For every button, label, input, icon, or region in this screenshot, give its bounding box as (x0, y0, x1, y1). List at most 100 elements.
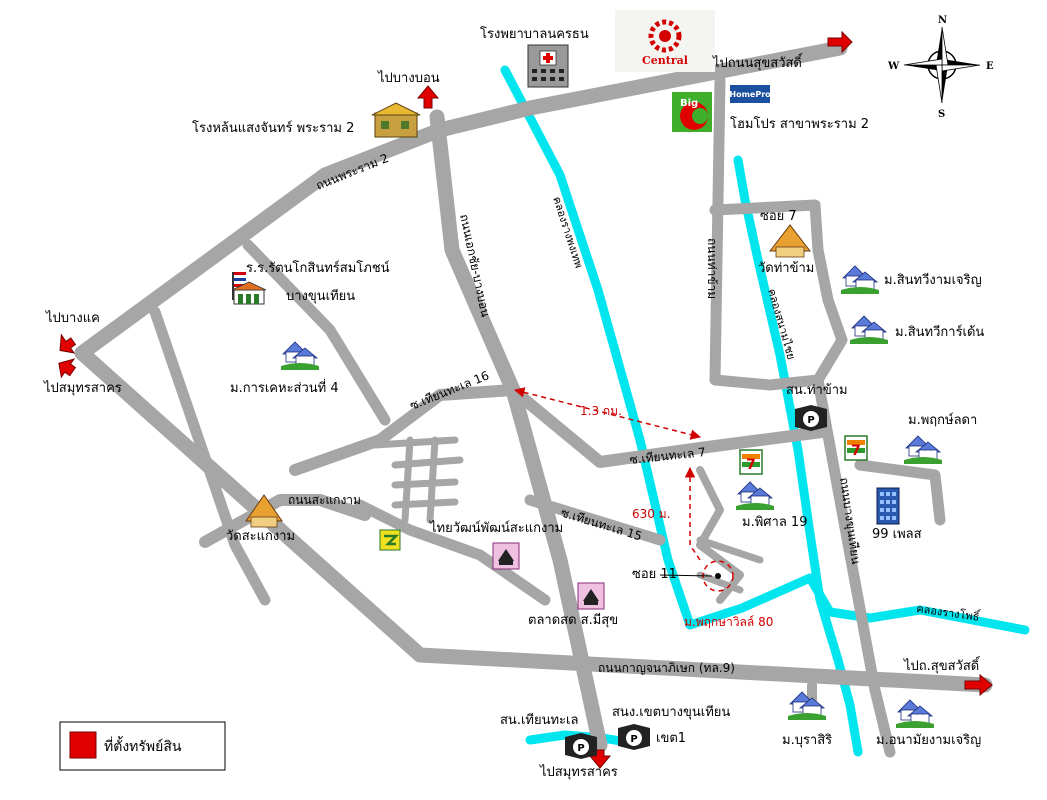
label-to-samut-sakhon-left: ไปสมุทรสาคร (43, 380, 122, 396)
svg-text:P: P (807, 415, 814, 426)
canal-rang-pho (685, 573, 1030, 635)
house-icon (788, 691, 826, 720)
arrow-bang-bon (416, 85, 440, 109)
big-c-logo-text: Big (680, 98, 698, 109)
sakaengam-road (199, 494, 371, 548)
factory-icon (371, 102, 421, 138)
label-to-samut-sakhon-bottom: ไปสมุทรสาคร (539, 764, 618, 780)
canal-rang-phong-thep (500, 65, 695, 630)
temple-icon-wat-tha-kham (768, 224, 812, 258)
direction-arrows (58, 30, 993, 769)
hospital-icon (527, 44, 569, 88)
left-diag-1 (149, 306, 271, 606)
house-icons (281, 265, 942, 728)
homepro-logo-text: HomePro (729, 90, 771, 99)
label-market: ตลาดสด ส.มีสุข (528, 612, 618, 628)
label-tha-kham-station: สน.ท่าข้าม (786, 383, 848, 398)
label-to-bang-khae: ไปบางแค (45, 310, 100, 326)
svg-text:P: P (630, 734, 637, 745)
arrow-samut-sakhon-bottom (588, 749, 612, 769)
label-sinthawee-garden: ม.สินทวีการ์เด้น (895, 324, 984, 340)
gas-station-icon (379, 529, 401, 551)
label-kanchana-road: ถนนกาญจนาภิเษก (ทล.9) (598, 661, 735, 675)
label-tha-kham-road: ถนนท่าข้าม (705, 238, 719, 299)
svg-text:7: 7 (746, 457, 756, 473)
svg-text:7: 7 (851, 443, 861, 459)
label-rattana-school-2: บางขุนเทียน (286, 288, 355, 304)
local-streets (371, 436, 764, 594)
compass-rose: N S E W (887, 15, 994, 120)
house-icon (850, 315, 888, 344)
label-klong-rang-pho: คลองรางโพธิ์ (916, 600, 982, 624)
market-icon (492, 542, 520, 570)
label-to-sukhumvit-right: ไปถ.สุขสวัสดิ์ (903, 656, 981, 674)
compass-n: N (938, 15, 947, 26)
central-logo-text: Central (642, 54, 688, 67)
label-rattana-school-1: ร.ร.รัตนโกสินทร์สมโภชน์ (246, 260, 390, 276)
market-icon (577, 582, 605, 610)
legend-swatch (69, 731, 97, 759)
label-homepro: โฮมโปร สาขาพระราม 2 (730, 116, 869, 132)
building-icon-99-place (876, 487, 900, 525)
arrow-samut-sakhon-left (58, 358, 77, 379)
house-icon (904, 435, 942, 464)
legend: ที่ตั้งทรัพย์สิน (59, 721, 226, 771)
label-pruksa: ม.พฤกษ์ลดา (908, 412, 977, 428)
label-pitan: ม.พิศาล 19 (742, 515, 807, 530)
arrow-bang-khae (59, 333, 77, 354)
seven-eleven-icons: 7 7 (739, 435, 868, 475)
label-99-place: 99 เพลส (872, 527, 922, 542)
soi7-loop (709, 199, 848, 386)
map-labels: โรงพยาบาลนครธน ไปถนนสุขสวัสดิ์ โฮมโปร สา… (43, 26, 984, 780)
distance-line-2 (684, 466, 701, 561)
police-icon-district: P (618, 724, 650, 750)
pruksa-lada-road (854, 459, 946, 526)
label-hospital: โรงพยาบาลนครธน (480, 26, 589, 42)
svg-text:P: P (577, 743, 584, 754)
police-station-icons: P P P (565, 405, 827, 759)
label-anamai: ม.อนามัยงามเจริญ (876, 733, 981, 748)
big-c-logo: Big (672, 92, 712, 132)
compass-w: W (887, 61, 900, 72)
compass-e: E (986, 61, 994, 72)
label-wat-tha-kham: วัดท่าข้าม (758, 261, 814, 276)
label-soi7: ซอย 7 (760, 209, 797, 224)
label-office-1: สนง.เขตบางขุนเทียน (612, 704, 730, 720)
house-icon (841, 265, 879, 294)
label-pruksa-ville: ม.พฤกษาวิลล์ 80 (684, 615, 773, 629)
label-thai-wanich: ไทยวัฒน์พัฒน์สะแกงาม (429, 520, 563, 536)
police-icon-tien-tale: P (565, 733, 597, 759)
label-wat-sakaengam: วัดสะแกงาม (226, 529, 295, 544)
arrow-sukhumvit-right (964, 673, 993, 697)
label-soi-tien15: ซ.เทียนทะเล 15 (559, 505, 644, 543)
school-icon (231, 272, 267, 305)
seven-eleven-icon: 7 (844, 435, 868, 461)
label-karnkeha: ม.การเคหะส่วนที่ 4 (230, 379, 339, 396)
label-burasiri: ม.บุราสิริ (782, 733, 832, 748)
house-icon (736, 481, 774, 510)
pruksa-village-road (696, 466, 744, 604)
market-icons (492, 542, 605, 610)
roads (74, 40, 993, 758)
arrow-sukhumvit-top (827, 30, 853, 54)
market-road (354, 499, 551, 606)
label-sinthawee-ngam: ม.สินทวีงามเจริญ (884, 272, 982, 288)
house-icon (281, 341, 319, 370)
soi11-pointer (659, 574, 713, 577)
label-distance-13: 1.3 กม. (580, 404, 622, 418)
label-sakaengam-road: ถนนสะแกงาม (288, 493, 361, 507)
label-soi11: ซอย 11 (632, 567, 677, 582)
tien-tale-16-branch (289, 384, 519, 476)
tien-tale-15 (524, 494, 666, 546)
compass-s: S (938, 109, 945, 120)
left-diag-2 (242, 239, 391, 426)
label-office-2: เขต1 (656, 731, 686, 746)
seven-eleven-icon: 7 (739, 449, 763, 475)
distance-line-1 (513, 387, 702, 440)
temple-icon-wat-sakaengam (245, 494, 283, 528)
label-to-sukhumvit-top: ไปถนนสุขสวัสดิ์ (712, 53, 804, 71)
label-distance-630: 630 ม. (632, 507, 670, 521)
kanchana-road (74, 345, 993, 693)
legend-label: ที่ตั้งทรัพย์สิน (104, 736, 182, 755)
